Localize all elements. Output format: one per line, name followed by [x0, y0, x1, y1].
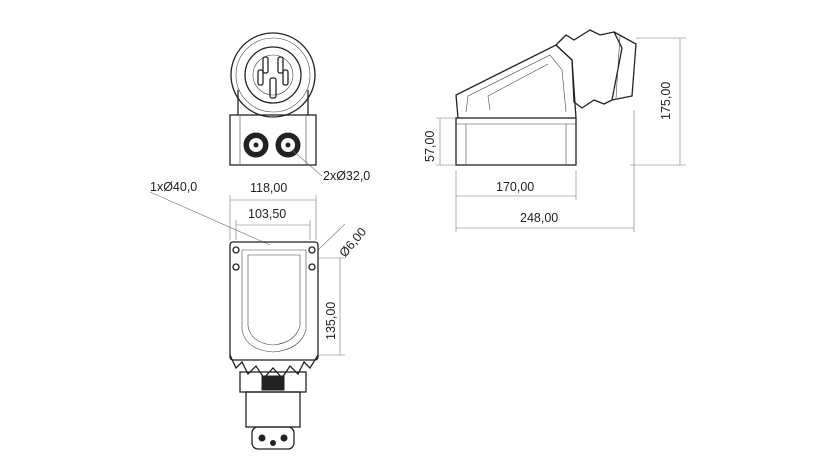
- hole-label: 1xØ40,0: [150, 180, 197, 194]
- inclined-body: [455, 44, 577, 119]
- front-base-box: [229, 114, 317, 166]
- base-height-dim: 57,00: [423, 131, 437, 162]
- width-outer-dim: 118,00: [250, 181, 287, 195]
- mount-hole-label: Ø6,00: [337, 225, 370, 260]
- total-height-dim: 175,00: [659, 82, 673, 120]
- front-view: 2xØ32,0: [229, 32, 370, 183]
- side-base-box: [455, 117, 577, 166]
- mount-height-dim: 135,00: [324, 302, 338, 340]
- pin-earth: [269, 77, 277, 99]
- width-inner-dim: 103,50: [248, 207, 286, 221]
- bottom-view: 118,00 103,50 1xØ40,0 Ø6,00 135,00: [149, 180, 370, 450]
- pin: [257, 69, 264, 86]
- cable-gland-left: [243, 132, 269, 158]
- side-view: 57,00 175,00 170,00 248,00: [423, 29, 686, 232]
- cable-entries-label: 2xØ32,0: [323, 169, 370, 183]
- side-grip-flange: [555, 29, 623, 109]
- plug-outer-ring: [230, 32, 316, 118]
- pin: [277, 56, 284, 74]
- total-length-dim: 248,00: [520, 211, 558, 225]
- plug-tip: [251, 426, 295, 450]
- grip-flange: [229, 354, 319, 380]
- bottom-base-box: [229, 241, 319, 361]
- side-plug: [611, 31, 637, 101]
- base-length-dim: 170,00: [496, 180, 534, 194]
- cable-gland-right: [275, 132, 301, 158]
- pin: [262, 56, 269, 74]
- pin: [282, 69, 289, 86]
